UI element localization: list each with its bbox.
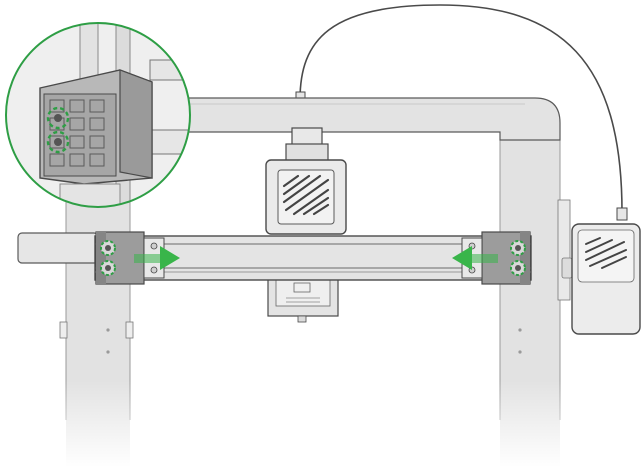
top-frame bbox=[129, 97, 561, 141]
control-box bbox=[571, 223, 641, 335]
arrow-left-icon bbox=[452, 246, 498, 270]
screw-icon bbox=[150, 266, 158, 274]
right-screw-pair-highlight bbox=[510, 240, 526, 276]
head-vent-slots bbox=[282, 174, 330, 216]
print-head bbox=[265, 127, 347, 235]
left-arm bbox=[17, 232, 99, 264]
bottom-fade bbox=[0, 380, 642, 467]
arrow-right-icon bbox=[134, 246, 180, 270]
magnifier-inset bbox=[5, 22, 191, 208]
screw-icon bbox=[150, 242, 158, 250]
cable-connector-bottom bbox=[616, 207, 628, 221]
left-screw-pair-highlight bbox=[100, 240, 116, 276]
control-box-vent-slots bbox=[585, 237, 627, 269]
inset-screw-highlight-bottom bbox=[46, 130, 70, 154]
inset-screw-highlight-top bbox=[46, 106, 70, 130]
cable bbox=[299, 4, 623, 213]
